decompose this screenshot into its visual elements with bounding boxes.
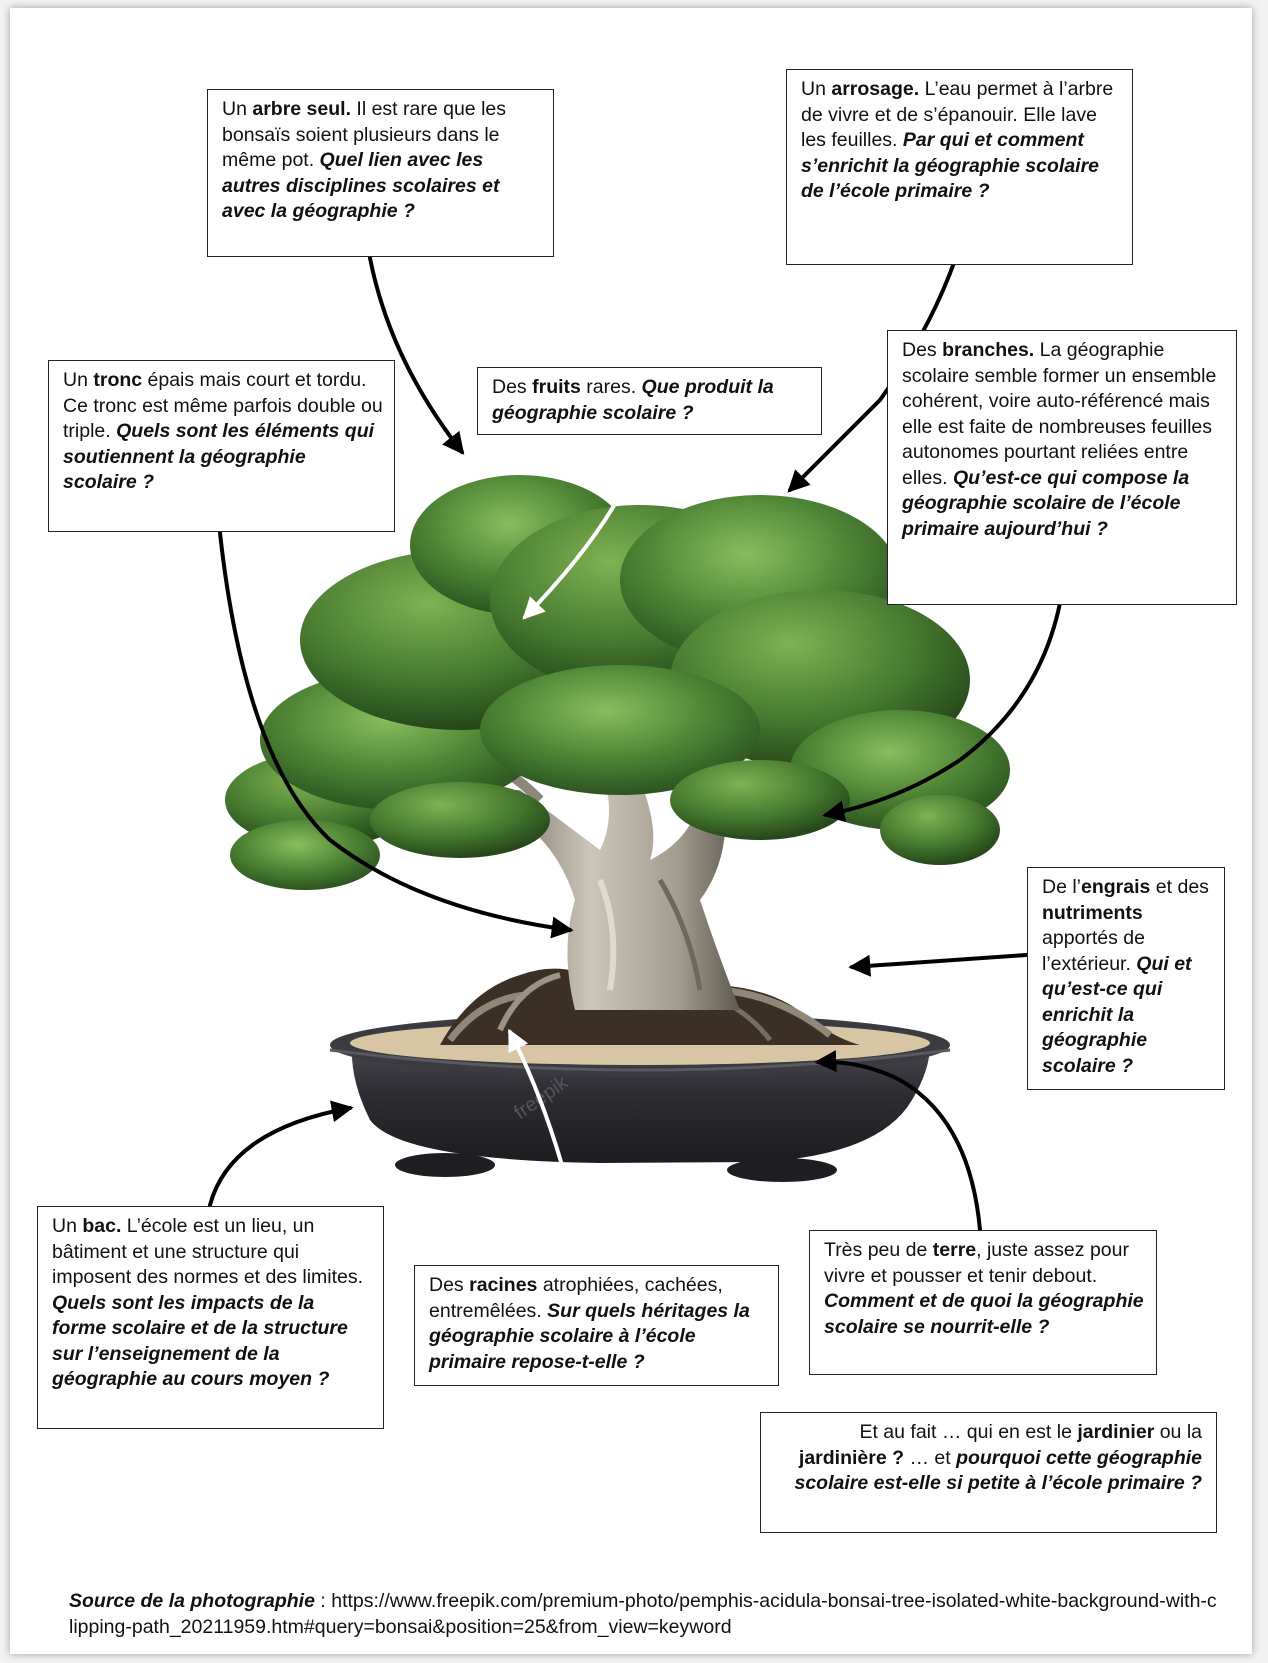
annotation-branches: Des branches. La géographie scolaire sem… xyxy=(887,330,1237,605)
bonsai-foliage xyxy=(225,475,1010,890)
arrow-tronc xyxy=(218,531,574,939)
annotation-bac: Un bac. L’école est un lieu, un bâtiment… xyxy=(37,1206,384,1429)
annotation-racines: Des racines atrophiées, cachées, entremê… xyxy=(414,1265,779,1386)
branches-keyword: branches. xyxy=(942,339,1035,361)
arrow-racines xyxy=(508,1028,587,1264)
bac-prefix: Un xyxy=(52,1215,83,1237)
jardinier-question: pourquoi cette géographie scolaire est-e… xyxy=(794,1446,1202,1495)
arrow-arrosage xyxy=(787,258,957,493)
bac-keyword: bac. xyxy=(82,1215,122,1237)
terre-question: Comment et de quoi la géographie scolair… xyxy=(824,1290,1144,1338)
arrow-terre xyxy=(814,1050,982,1232)
tronc-question: Quels sont les éléments qui soutiennent … xyxy=(63,420,375,493)
terre-keyword: terre xyxy=(932,1239,977,1261)
annotation-fruits: Des fruits rares. Que produit la géograp… xyxy=(477,367,822,435)
source-caption: Source de la photographie : https://www.… xyxy=(69,1588,1219,1640)
branches-prefix: Des xyxy=(902,339,943,361)
bac-question: Quels sont les impacts de la forme scola… xyxy=(52,1291,348,1391)
arrow-fruits xyxy=(522,431,650,620)
arrosage-keyword: arrosage. xyxy=(831,78,920,100)
fruits-keyword: fruits xyxy=(532,376,581,398)
engrais-text: apportés de l’extérieur. xyxy=(1042,927,1145,975)
engrais-keyword: engrais xyxy=(1081,876,1151,898)
bac-text: L’école est un lieu, un bâtiment et une … xyxy=(52,1215,364,1288)
annotation-engrais: De l’engrais et des nutriments apportés … xyxy=(1027,867,1225,1090)
fruits-prefix: Des xyxy=(492,376,533,398)
jardinier-connector: ou la xyxy=(1154,1421,1202,1443)
engrais-prefix: De l’ xyxy=(1042,876,1082,898)
arrosage-prefix: Un xyxy=(801,78,832,100)
annotation-arrosage: Un arrosage. L’eau permet à l’arbre de v… xyxy=(786,69,1133,265)
arrow-arbre xyxy=(368,256,465,455)
tronc-text: épais mais court et tordu. Ce tronc est … xyxy=(63,369,383,442)
arrosage-text: L’eau permet à l’arbre de vivre et de s’… xyxy=(801,78,1114,151)
racines-question: Sur quels héritages la géographie scolai… xyxy=(429,1299,750,1373)
racines-text: atrophiées, cachées, entremêlées. xyxy=(429,1274,723,1322)
branches-question: Qu’est-ce qui compose la géographie scol… xyxy=(902,466,1190,540)
arrosage-question: Par qui et comment s’enrichit la géograp… xyxy=(801,129,1100,202)
terre-text: , juste assez pour vivre et pousser et t… xyxy=(824,1239,1129,1287)
terre-prefix: Très peu de xyxy=(824,1239,933,1261)
nutriments-keyword: nutriments xyxy=(1042,901,1143,924)
annotation-jardinier: Et au fait … qui en est le jardinier ou … xyxy=(760,1412,1217,1533)
branches-text: La géographie scolaire semble former un … xyxy=(902,339,1217,489)
tronc-prefix: Un xyxy=(63,369,94,391)
arbre-question: Quel lien avec les autres disciplines sc… xyxy=(222,149,500,222)
annotation-terre: Très peu de terre, juste assez pour vivr… xyxy=(809,1230,1157,1375)
annotation-arbre: Un arbre seul. Il est rare que les bonsa… xyxy=(207,89,554,257)
source-url: https://www.freepik.com/premium-photo/pe… xyxy=(69,1590,1217,1638)
engrais-connector: et des xyxy=(1150,876,1209,898)
fruits-question: Que produit la géographie scolaire ? xyxy=(492,376,774,424)
arrow-engrais xyxy=(848,953,1028,977)
arbre-text: Il est rare que les bonsaïs soient plusi… xyxy=(222,98,506,171)
annotation-tronc: Un tronc épais mais court et tordu. Ce t… xyxy=(48,360,395,532)
jardinier-keyword: jardinier xyxy=(1077,1421,1155,1443)
racines-keyword: racines xyxy=(469,1274,538,1296)
source-label: Source de la photographie xyxy=(69,1590,315,1612)
arbre-keyword: arbre seul. xyxy=(252,98,351,120)
source-separator: : xyxy=(314,1590,332,1612)
jardinier-text: … et xyxy=(904,1446,957,1469)
arbre-prefix: Un xyxy=(222,98,253,120)
jardiniere-keyword: jardinière ? xyxy=(798,1446,905,1469)
arrows xyxy=(208,256,1062,1264)
arrow-bac xyxy=(208,1100,354,1207)
engrais-question: Qui et qu’est-ce qui enrichit la géograp… xyxy=(1042,952,1192,1077)
jardinier-prefix: Et au fait … qui en est le xyxy=(859,1421,1078,1443)
fruits-text: rares. xyxy=(580,376,642,398)
arrow-branches xyxy=(822,601,1062,823)
racines-prefix: Des xyxy=(429,1274,470,1296)
tronc-keyword: tronc xyxy=(93,369,143,391)
